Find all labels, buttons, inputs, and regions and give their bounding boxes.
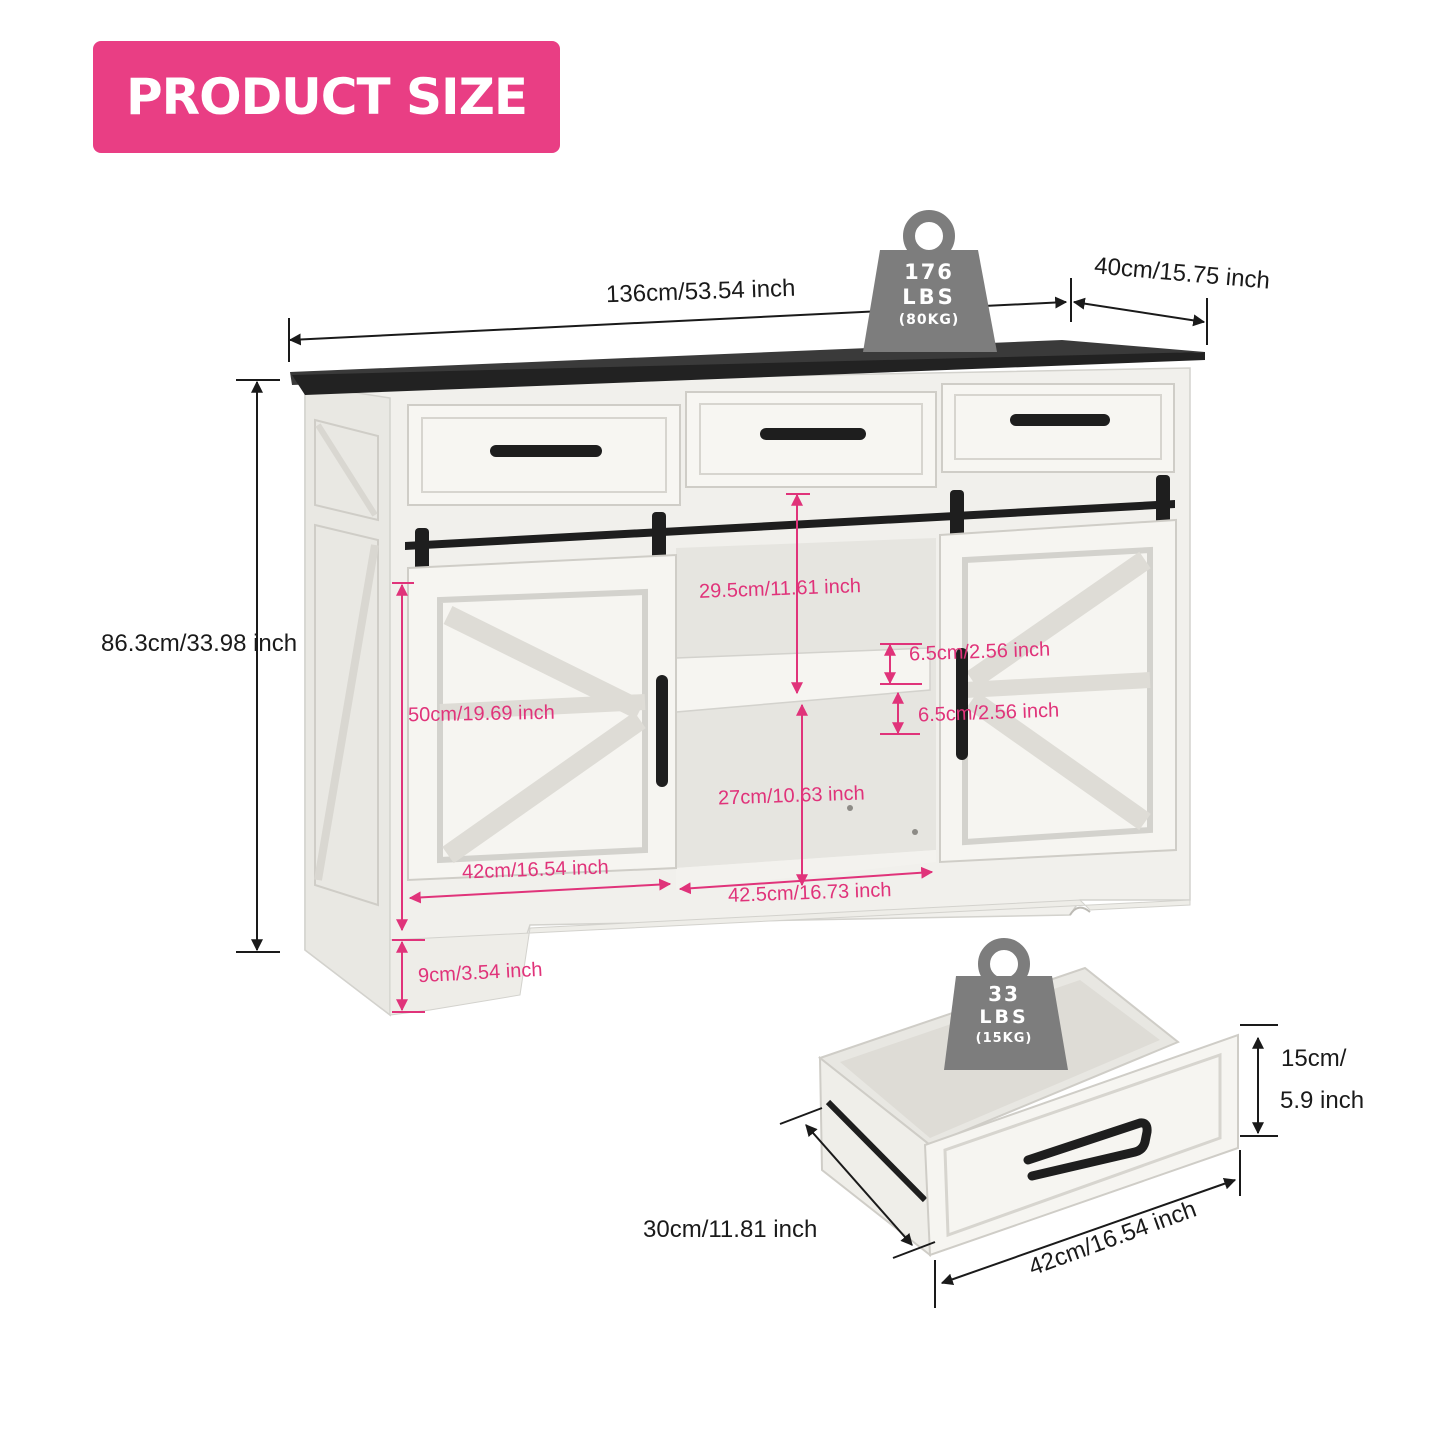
interior-dimension-lines xyxy=(392,493,934,1013)
left-barn-door xyxy=(407,553,677,882)
overall-height-label: 86.3cm/33.98 inch xyxy=(101,630,298,657)
cabinet-weight-value: 176 xyxy=(904,260,954,284)
title-badge: PRODUCT SIZE xyxy=(93,41,560,153)
weight-icon xyxy=(944,938,1068,1070)
right-barn-door xyxy=(939,518,1177,864)
page-title: PRODUCT SIZE xyxy=(126,68,528,126)
cabinet-weight-metric: (80KG) xyxy=(898,312,960,328)
drawer-depth-label: 30cm/11.81 inch xyxy=(643,1216,818,1243)
drawer-height-label-line2: 5.9 inch xyxy=(1280,1087,1365,1114)
drawer-height-label-line1: 15cm/ xyxy=(1281,1045,1347,1072)
door-height-label: 50cm/19.69 inch xyxy=(407,701,555,727)
drawer-row xyxy=(407,383,1175,506)
shelf-gap-lower-label: 6.5cm/2.56 inch xyxy=(917,699,1060,727)
drawer-weight-value: 33 xyxy=(988,982,1020,1006)
drawer-weight-metric: (15KG) xyxy=(975,1031,1033,1046)
weight-icon xyxy=(863,210,997,352)
drawer-weight-unit: LBS xyxy=(979,1006,1029,1028)
shelf-gap-upper-label: 6.5cm/2.56 inch xyxy=(908,638,1051,666)
drawer-dimension-lines xyxy=(779,1024,1278,1308)
cabinet-weight-unit: LBS xyxy=(902,285,956,309)
